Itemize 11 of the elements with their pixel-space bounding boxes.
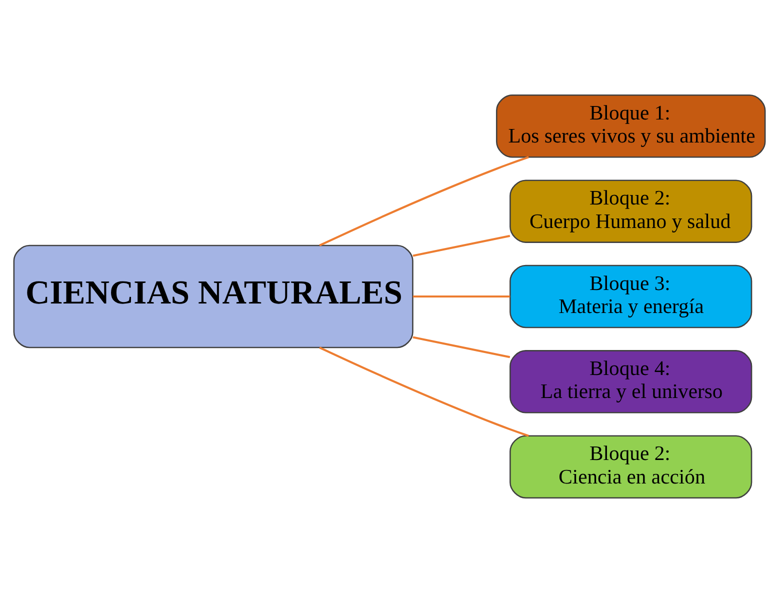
- node-box: Bloque 2: Cuerpo Humano y salud: [510, 179, 752, 242]
- node-box: Bloque 2: Ciencia en acción: [510, 434, 752, 498]
- connector: [412, 294, 510, 298]
- node-box: Bloque 3: Materia y energía: [510, 264, 752, 328]
- node-box: Bloque 4: La tierra y el universo: [510, 350, 752, 413]
- node-box: CIENCIAS NATURALES: [13, 244, 414, 348]
- connector: [412, 234, 510, 256]
- node-box: Bloque 1: Los seres vivos y su ambiente: [496, 94, 766, 158]
- connector: [319, 156, 529, 246]
- connector: [319, 346, 529, 436]
- connector: [412, 336, 510, 358]
